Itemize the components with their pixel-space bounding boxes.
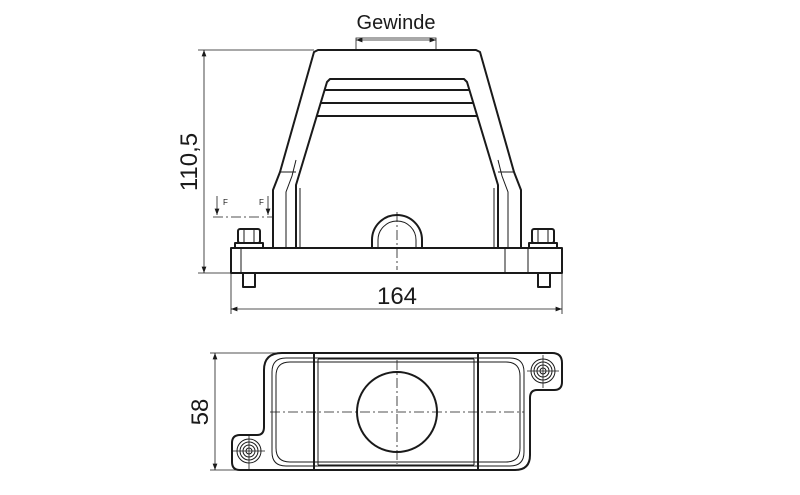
height-dimension: 110,5	[176, 49, 314, 274]
front-view: Gewinde	[176, 12, 563, 314]
bolt-left	[234, 228, 264, 288]
width-dimension: 164	[230, 273, 563, 314]
force-label-right: F	[259, 198, 264, 207]
force-label-left: F	[223, 198, 228, 207]
mount-hole-right	[527, 355, 559, 388]
base-plate	[230, 247, 563, 274]
mount-hole-left	[233, 435, 265, 470]
depth-dimension: 58	[187, 352, 282, 471]
depth-dim-label: 58	[187, 399, 214, 426]
thread-label: Gewinde	[357, 12, 436, 34]
hood-inner	[295, 78, 499, 248]
bolt-right	[528, 228, 558, 288]
width-dim-label: 164	[377, 283, 417, 310]
hood-outline	[272, 49, 522, 248]
height-dim-label: 110,5	[176, 133, 203, 191]
force-indicators: F F	[213, 196, 273, 218]
top-outline	[231, 352, 563, 471]
hood-ribs	[316, 89, 478, 117]
top-view: 58	[187, 352, 563, 471]
